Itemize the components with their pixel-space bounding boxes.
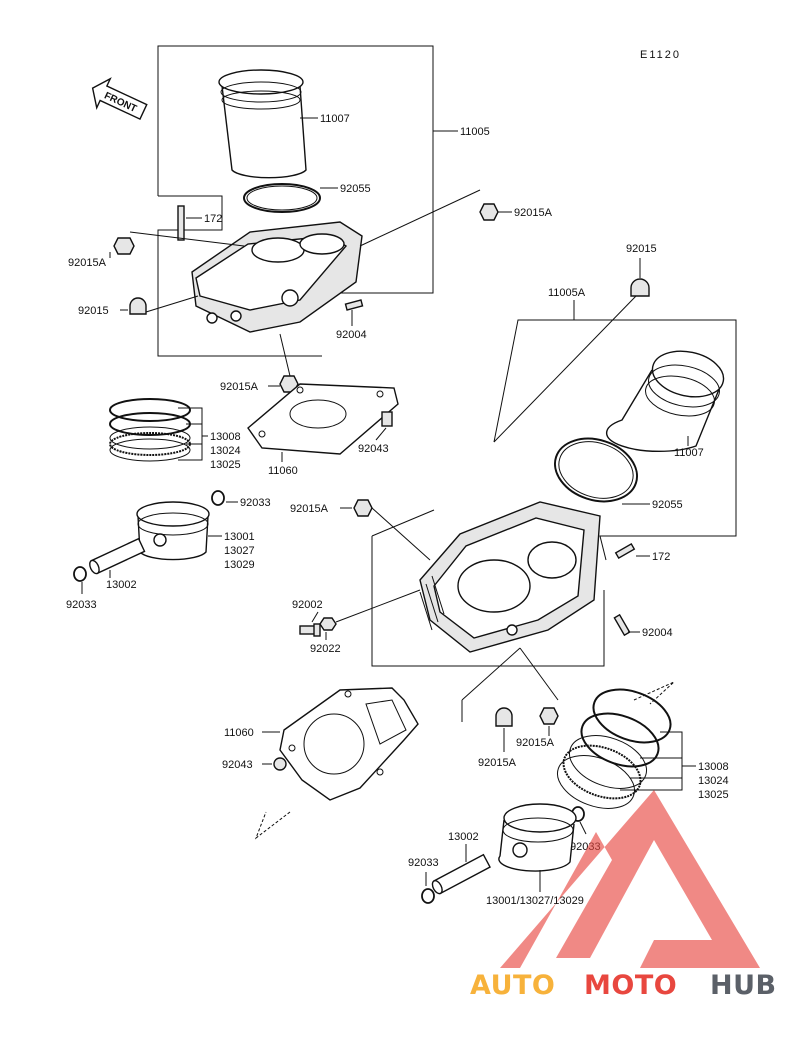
dowel-92043-upper (381, 411, 393, 427)
label-upper-13029: 13029 (224, 559, 255, 571)
cap-nut-92015-lower (630, 278, 650, 297)
label-upper-92015A-b: 92015A (68, 257, 107, 269)
cylinder-liner-11007-upper (218, 69, 307, 179)
label-upper-11060: 11060 (268, 465, 298, 477)
nut-92015A-lower-a (353, 499, 373, 517)
pin-92004-upper (344, 299, 364, 311)
label-lower-92043: 92043 (222, 759, 253, 771)
piston-upper (136, 501, 210, 561)
o-ring-92055-lower (553, 437, 639, 503)
label-lower-13025: 13025 (698, 789, 729, 801)
label-lower-13002: 13002 (448, 831, 479, 843)
logo-text-moto: MOTO (584, 970, 677, 1001)
bolt-92002 (299, 623, 321, 637)
label-upper-13025: 13025 (210, 459, 241, 471)
label-upper-92055: 92055 (340, 183, 371, 195)
cylinder-block-lower (419, 501, 601, 653)
direction-arrow-right-icon (633, 681, 675, 705)
diagram-code: E1120 (640, 49, 681, 61)
circlip-92033-upper-a (211, 490, 225, 506)
label-upper-92015A-a: 92015A (514, 207, 553, 219)
nut-92015A-upper-a (479, 203, 499, 221)
nut-92015A-lower-c (539, 707, 559, 725)
logo-text-auto: AUTO (470, 970, 555, 1001)
label-lower-92015: 92015 (626, 243, 657, 255)
label-lower-11060: 11060 (224, 727, 254, 739)
label-upper-13001: 13001 (224, 531, 255, 543)
circlip-92033-lower-b (421, 888, 435, 904)
label-upper-92004: 92004 (336, 329, 367, 341)
label-upper-11005: 11005 (460, 126, 490, 138)
logo-triangle-icon (500, 790, 760, 968)
label-lower-13024: 13024 (698, 775, 729, 787)
cylinder-liner-11007-lower (605, 350, 725, 453)
logo-text-hub: HUB (710, 970, 777, 1001)
nut-92015A-upper-b (113, 237, 135, 255)
label-upper-172: 172 (204, 213, 222, 225)
label-upper-92043: 92043 (358, 443, 389, 455)
front-arrow-icon: FRONT (91, 77, 148, 121)
piston-lower (498, 803, 577, 872)
label-upper-92033-b: 92033 (66, 599, 97, 611)
washer-92022 (319, 617, 337, 631)
label-lower-11007: 11007 (674, 447, 704, 459)
label-upper-13002: 13002 (106, 579, 137, 591)
circlip-92033-upper-b (73, 566, 87, 582)
piston-rings-lower (557, 688, 672, 809)
label-lower-92015A-b: 92015A (478, 757, 517, 769)
label-lower-92055: 92055 (652, 499, 683, 511)
label-lower-92033-b: 92033 (408, 857, 439, 869)
label-upper-13024: 13024 (210, 445, 241, 457)
label-lower-92015A-c: 92015A (516, 737, 555, 749)
cap-nut-92015-upper (129, 297, 147, 315)
label-lower-13001-set: 13001/13027/13029 (486, 895, 584, 907)
label-lower-92004: 92004 (642, 627, 673, 639)
label-upper-11007: 11007 (320, 113, 350, 125)
label-lower-92015A-a: 92015A (290, 503, 329, 515)
automotohub-logo (500, 790, 760, 968)
label-upper-92033-a: 92033 (240, 497, 271, 509)
label-upper-13027: 13027 (224, 545, 255, 557)
o-ring-92055-upper (243, 183, 321, 213)
stud-172-lower (614, 542, 636, 560)
label-lower-11005A: 11005A (548, 287, 586, 299)
cylinder-block-upper (191, 221, 363, 333)
direction-arrow-icon (254, 811, 291, 840)
piston-pin-13002-upper (89, 537, 146, 575)
cap-nut-92015A-lower-b (495, 707, 513, 727)
label-lower-92022: 92022 (310, 643, 341, 655)
bracket-11005 (157, 45, 434, 294)
label-upper-13008: 13008 (210, 431, 241, 443)
label-upper-92015A-c: 92015A (220, 381, 259, 393)
piston-pin-13002-lower (431, 853, 491, 895)
stud-172-upper (177, 205, 185, 241)
label-lower-92002: 92002 (292, 599, 323, 611)
gasket-11060-lower (279, 687, 419, 801)
label-upper-92015: 92015 (78, 305, 109, 317)
label-lower-172: 172 (652, 551, 670, 563)
bracket-11005A (493, 300, 575, 443)
label-lower-13008: 13008 (698, 761, 729, 773)
pin-92004-lower (613, 613, 631, 637)
dowel-92043-lower (273, 757, 287, 771)
gasket-11060-upper (247, 383, 399, 455)
